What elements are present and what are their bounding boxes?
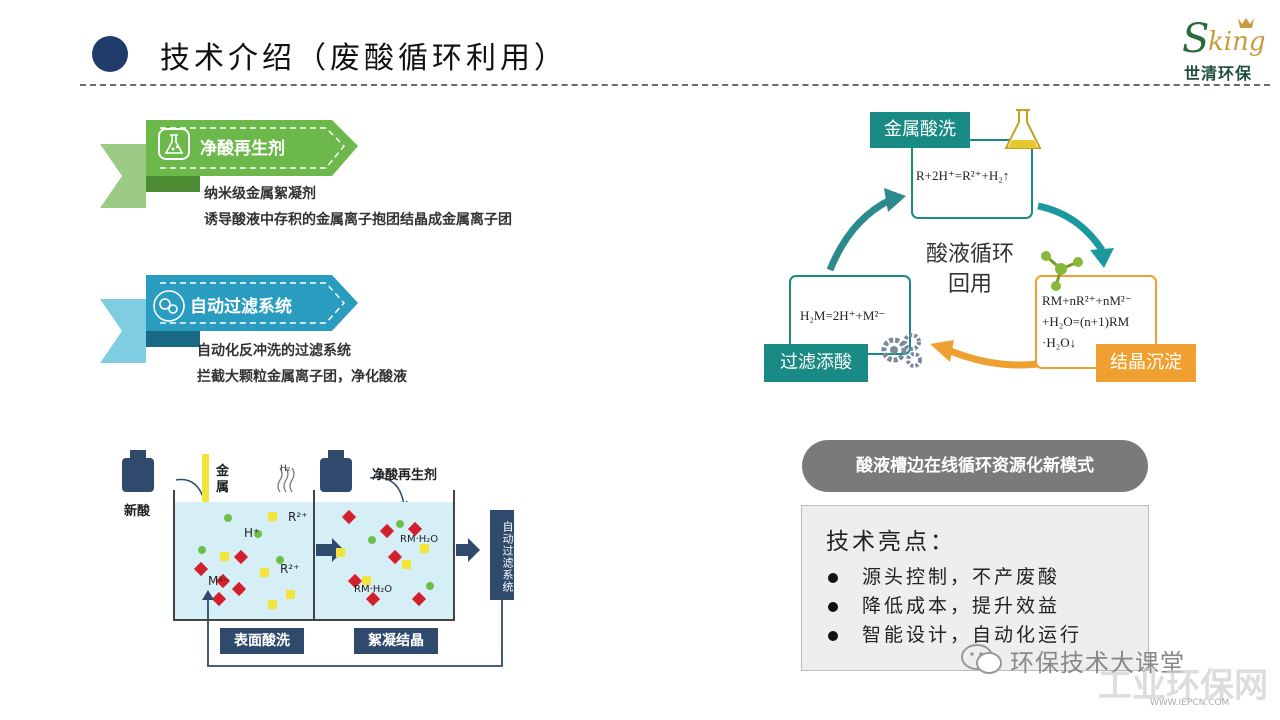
filter-line-1: 自动化反冲洗的过滤系统 — [197, 343, 351, 359]
node-crystallize: 结晶沉淀 — [1096, 344, 1196, 382]
banner-filter: 自动过滤系统 — [100, 273, 360, 367]
node-pickling: 金属酸洗 — [870, 112, 970, 148]
formula-pickling: R+2H⁺=R²⁺+H₂↑ — [916, 168, 1010, 183]
logo-text: 世清环保 — [1184, 64, 1253, 83]
formula-crystallize: RM+nR²⁺+nM²⁻ +H₂O=(n+1)RM ·H₂O↓ — [1042, 293, 1132, 350]
stage-pickling: 表面酸洗 — [220, 628, 304, 654]
watermark-url: WWW.IEPCN.COM — [1150, 698, 1230, 708]
watermark-text: 环保技术大课堂 — [1010, 649, 1185, 677]
reagent-bottle-icon — [320, 450, 352, 492]
ion-r: R²⁺ — [288, 510, 308, 524]
filter-line-2: 拦截大颗粒金属离子团，净化酸液 — [197, 369, 407, 385]
highlights-box: 技术亮点： 源头控制，不产废酸 降低成本，提升效益 智能设计，自动化运行 — [801, 505, 1149, 671]
page-title: 技术介绍（废酸循环利用） — [160, 41, 568, 76]
bullet-icon — [828, 602, 838, 612]
banner-filter-title: 自动过滤系统 — [190, 297, 292, 317]
acid-bottle-icon — [122, 450, 154, 492]
formula-filter: H₂M=2H⁺+M²⁻ — [800, 308, 886, 323]
ion-h: H⁺ — [244, 526, 260, 540]
ion-m: M²⁻ — [208, 574, 230, 588]
reagent-line-2: 诱导酸液中存积的金属离子抱团结晶成金属离子团 — [204, 212, 512, 228]
watermark-mark: 工业环保网 — [1098, 666, 1268, 706]
flask-icon — [158, 128, 190, 160]
flask-icon — [998, 106, 1048, 154]
molecule-icon — [1036, 246, 1086, 292]
bullet-icon — [828, 631, 838, 641]
process-diagram: 新酸 金 属 H₂ 净酸再生剂 H⁺ R²⁺ R²⁺ M²⁻ RM·H₂O RM… — [110, 440, 530, 670]
highlight-item: 源头控制，不产废酸 — [828, 562, 1060, 589]
cycle-center-text: 酸液循环 回用 — [925, 242, 1014, 297]
new-acid-label: 新酸 — [124, 504, 151, 519]
node-filter: 过滤添酸 — [764, 344, 868, 382]
svg-text:S: S — [1182, 16, 1209, 62]
stage-crystallize: 絮凝结晶 — [354, 628, 438, 654]
metal-label: 金 属 — [216, 464, 230, 495]
ion-r: R²⁺ — [280, 562, 300, 576]
reagent-label: 净酸再生剂 — [372, 468, 438, 483]
mode-pill: 酸液槽边在线循环资源化新模式 — [802, 440, 1148, 492]
rm-label: RM·H₂O — [400, 534, 439, 545]
highlights-title: 技术亮点： — [826, 529, 956, 555]
banner-reagent: 净酸再生剂 — [100, 116, 360, 210]
h2-label: H₂ — [280, 464, 291, 474]
gears-icon — [152, 289, 186, 323]
svg-text:king: king — [1208, 27, 1265, 57]
banner-reagent-title: 净酸再生剂 — [200, 139, 285, 159]
highlight-item: 智能设计，自动化运行 — [828, 620, 1082, 647]
bullet-icon — [828, 573, 838, 583]
wechat-icon — [960, 642, 1004, 676]
filter-system-box: 自动过滤系统 — [490, 510, 514, 600]
gears-icon — [878, 328, 926, 370]
company-logo: S king 世清环保 — [1182, 12, 1274, 83]
rm-label: RM·H₂O — [354, 584, 393, 595]
reagent-line-1: 纳米级金属絮凝剂 — [204, 186, 316, 202]
highlight-item: 降低成本，提升效益 — [828, 591, 1060, 618]
cycle-diagram: R+2H⁺=R²⁺+H₂↑ RM+nR²⁺+nM²⁻ +H₂O=(n+1)RM … — [760, 100, 1200, 400]
title-divider — [80, 84, 1270, 86]
title-bullet — [92, 36, 128, 72]
